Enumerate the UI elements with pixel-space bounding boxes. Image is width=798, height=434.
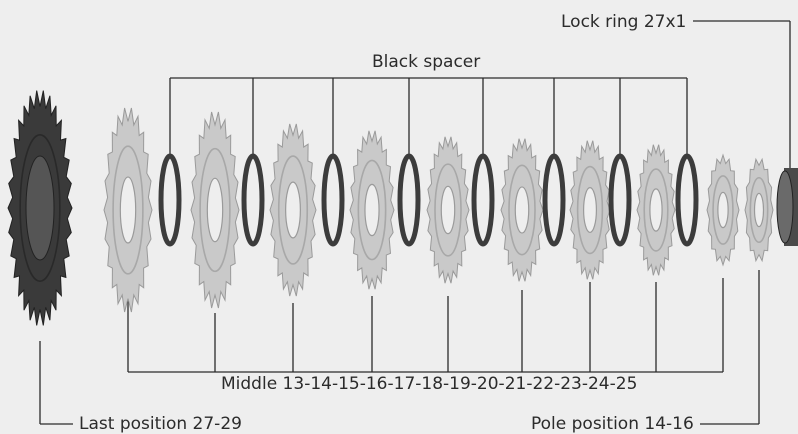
middle-cog-8-web [643,168,669,252]
pole-cog-1-web [712,175,734,245]
black-spacer-3 [321,153,345,247]
last-position-cog-web [19,134,61,282]
last-position-label: Last position 27-29 [79,414,242,434]
middle-cog-5-hub [440,185,456,235]
last-position-cog [7,90,73,326]
middle-cog-6 [500,138,544,282]
middle-cog-3 [269,123,317,297]
black-spacer-1 [158,153,182,247]
middle-cog-4-hub [364,183,380,237]
middle-cog-5-web [434,163,462,257]
black-spacer-2 [241,153,265,247]
middle-cog-1-web [112,145,144,275]
middle-cog-6-hub [514,186,530,234]
middle-cog-2 [190,111,240,309]
lock-ring-face [776,170,794,244]
middle-cogs-label: Middle 13-14-15-16-17-18-19-20-21-22-23-… [221,374,638,394]
middle-cog-3-hub [285,181,301,239]
middle-cog-2-hub [206,177,224,243]
black-spacer-6 [542,153,566,247]
middle-cog-7 [569,140,611,280]
leader-lines [39,20,791,425]
pole-cog-2-web [749,176,769,244]
middle-cog-7-web [576,165,604,255]
pole-cog-1 [706,153,740,267]
middle-cog-1 [103,107,153,313]
cassette-parts [7,90,798,326]
middle-cog-6-web [508,164,536,256]
pole-cog-2 [744,157,774,263]
black-spacer-5 [471,153,495,247]
middle-cog-4 [349,130,395,290]
pole-position-label: Pole position 14-16 [531,414,694,434]
middle-cog-2-web [199,147,231,273]
last-position-cog-center [25,155,55,261]
black-spacer-4 [397,153,421,247]
pole-cog-1-hub [717,191,729,229]
middle-cog-7-hub [582,187,597,234]
lock-ring [776,168,798,246]
middle-cog-5 [426,136,470,284]
middle-cog-8-hub [649,188,663,232]
middle-cog-3-web [277,155,309,265]
black-spacer-label: Black spacer [372,52,481,72]
middle-cog-4-web [357,159,387,261]
black-spacer-7 [608,153,632,247]
middle-cog-1-hub [119,176,137,244]
pole-cog-2-hub [753,192,765,228]
lock-ring-label: Lock ring 27x1 [561,12,687,32]
black-spacer-8 [675,153,699,247]
middle-cog-8 [636,144,676,276]
